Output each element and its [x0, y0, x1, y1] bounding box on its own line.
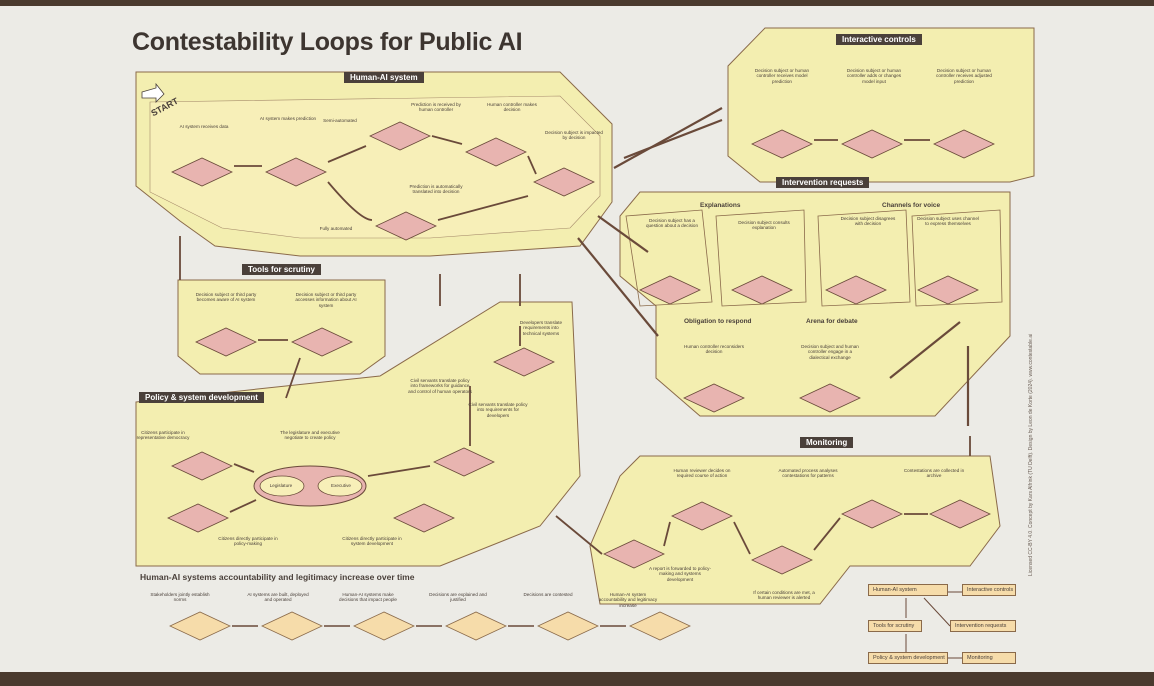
- label-executive: Executive: [331, 483, 351, 488]
- note-policy-making: Citizens directly participate in policy-…: [218, 536, 278, 547]
- note-consults-explanation: Decision subject consults explanation: [738, 220, 790, 231]
- subsection-arena-for-debate: Arena for debate: [806, 318, 858, 325]
- region-human-ai-inner: [149, 95, 601, 239]
- note-uses-channel: Decision subject uses channel to express…: [917, 216, 979, 227]
- projection-screen: Contestability Loops for Public AI START…: [0, 6, 1154, 672]
- note-ic-adds: Decision subject or human controller add…: [846, 68, 902, 84]
- note-reconsiders: Human controller reconsiders decision: [684, 344, 744, 355]
- bottom-step: Human-AI system accountability and legit…: [598, 592, 658, 608]
- monitoring-arrows: [555, 436, 971, 555]
- note-has-question: Decision subject has a question about a …: [645, 218, 699, 229]
- page-title: Contestability Loops for Public AI: [132, 28, 523, 56]
- scrutiny-to-policy-arrow: [285, 357, 301, 399]
- note-participate-rep: Citizens participate in representative d…: [136, 430, 190, 441]
- legend-human-ai-system: Human-AI system: [868, 584, 948, 596]
- note-ai-receives-data: AI system receives data: [179, 124, 229, 129]
- policy-tiles: [167, 347, 555, 533]
- human-ai-arrows: [179, 135, 537, 280]
- side-credit: Licensed CC-BY 4.0. Concept by Kars Alfr…: [1028, 333, 1034, 576]
- note-semi-automated: Semi-automated: [323, 118, 357, 123]
- legend-policy-system-development: Policy & system development: [868, 652, 948, 664]
- subsection-explanations: Explanations: [700, 202, 741, 209]
- note-subject-impacted: Decision subject is impacted by decision: [545, 130, 603, 141]
- intervention-panels: [625, 209, 1003, 307]
- legislature-node: [259, 475, 305, 497]
- note-prediction-received: Prediction is received by human controll…: [411, 102, 461, 113]
- region-policy-system-development: [135, 301, 581, 567]
- section-intervention-requests: Intervention requests: [776, 177, 870, 188]
- legend-tools-for-scrutiny: Tools for scrutiny: [868, 620, 922, 632]
- note-civil-servants-policy: Civil servants translate policy into fra…: [408, 378, 472, 394]
- diagram-canvas: [135, 27, 1035, 659]
- note-human-makes-decision: Human controller makes decision: [487, 102, 537, 113]
- start-arrow: [141, 82, 165, 103]
- legend-interactive-controls: Interactive controls: [962, 584, 1016, 596]
- note-fully-automated: Fully automated: [319, 226, 353, 231]
- loop-connectors: [577, 107, 970, 426]
- note-ic-receives: Decision subject or human controller rec…: [754, 68, 810, 84]
- section-tools-for-scrutiny: Tools for scrutiny: [242, 264, 321, 275]
- note-dialectical: Decision subject and human controller en…: [801, 344, 859, 360]
- bottom-row-tiles: [169, 611, 691, 641]
- note-auto-translated: Prediction is automatically translated i…: [409, 184, 463, 195]
- human-ai-tiles: [171, 121, 595, 241]
- bottom-step: Decisions are contested: [523, 592, 573, 597]
- section-policy-system-development: Policy & system development: [139, 392, 264, 403]
- label-legislature: Legislature: [269, 483, 293, 488]
- note-ic-receives-adjusted: Decision subject or human controller rec…: [936, 68, 992, 84]
- bottom-step: Stakeholders jointly establish norms: [150, 592, 210, 603]
- note-collected-archive: Contestations are collected in archive: [903, 468, 965, 479]
- legend-monitoring: Monitoring: [962, 652, 1016, 664]
- region-interactive-controls: [727, 27, 1035, 183]
- note-legislature-exec: The legislature and executive negotiate …: [280, 430, 340, 441]
- region-monitoring: [589, 455, 1001, 605]
- note-report-forwarded: A report is forwarded to policy-making a…: [648, 566, 712, 582]
- scrutiny-tiles: [195, 327, 353, 357]
- note-aware: Decision subject or third party becomes …: [195, 292, 257, 303]
- note-automated-analyses: Automated process analyses contestations…: [778, 468, 838, 479]
- note-developers: Developers translate requirements into t…: [519, 320, 563, 336]
- interactive-controls-tiles: [751, 129, 995, 159]
- policy-arrows: [229, 274, 521, 513]
- subsection-channels-for-voice: Channels for voice: [882, 202, 941, 209]
- bottom-title: Human-AI systems accountability and legi…: [140, 572, 415, 582]
- intervention-tiles: [639, 275, 979, 413]
- bottom-step: Decisions are explained and justified: [429, 592, 487, 603]
- note-civil-servants-req: Civil servants translate policy into req…: [468, 402, 528, 418]
- note-system-dev: Citizens directly participate in system …: [342, 536, 402, 547]
- section-interactive-controls: Interactive controls: [836, 34, 922, 45]
- monitoring-tiles: [603, 499, 991, 575]
- bottom-step: AI systems are built, deployed and opera…: [247, 592, 309, 603]
- subsection-obligation-to-respond: Obligation to respond: [684, 318, 752, 325]
- section-monitoring: Monitoring: [800, 437, 854, 448]
- note-disagrees: Decision subject disagrees with decision: [840, 216, 896, 227]
- note-conditions-met: If certain conditions are met, a human r…: [753, 590, 815, 601]
- executive-node: [317, 475, 363, 497]
- note-ai-makes-prediction: AI system makes prediction: [259, 116, 317, 121]
- note-reviewer-decides: Human reviewer decides on required cours…: [673, 468, 731, 479]
- legend-intervention-requests: Intervention requests: [950, 620, 1016, 632]
- bottom-step: Human-AI systems make decisions that imp…: [339, 592, 397, 603]
- note-accesses-info: Decision subject or third party accesses…: [295, 292, 357, 308]
- section-human-ai-system: Human-AI system: [344, 72, 424, 83]
